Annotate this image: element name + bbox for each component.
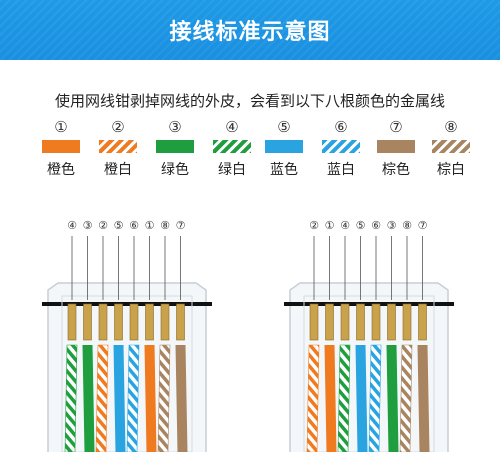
wire-棕白	[399, 344, 413, 452]
gold-contact	[67, 303, 77, 341]
wire-橙白	[306, 344, 320, 452]
wire-橙白	[95, 344, 109, 452]
wire-蓝色	[355, 345, 368, 452]
page-title: 接线标准示意图	[169, 20, 331, 45]
pin-label: ③	[387, 219, 397, 232]
wire-蓝白	[126, 344, 140, 452]
pin-label: ⑦	[418, 219, 428, 232]
pin-label: ⑦	[176, 219, 186, 232]
pin-label: ①	[325, 219, 335, 232]
gold-contact	[83, 303, 92, 341]
wire-蓝白	[368, 344, 382, 452]
connector-frame	[303, 295, 435, 452]
wire-棕色	[175, 345, 188, 452]
wire-swatch-1	[42, 140, 80, 153]
banner-texture	[0, 0, 500, 60]
legend-label: 绿色	[161, 162, 189, 178]
gold-contact	[114, 303, 123, 341]
gold-contact	[98, 303, 108, 341]
gold-contact	[402, 303, 412, 341]
wire-swatch-6	[322, 140, 360, 153]
legend-label: 蓝白	[327, 162, 355, 178]
gold-contact	[387, 303, 396, 341]
legend-label: 橙白	[104, 162, 132, 178]
title-banner: 接线标准示意图	[0, 0, 500, 60]
wire-swatch-4	[213, 140, 251, 153]
legend-item-7: ⑦ 棕色	[371, 118, 421, 179]
legend-number: ⑤	[277, 118, 291, 136]
legend-number: ⑧	[444, 118, 458, 136]
legend-number: ⑥	[334, 118, 348, 136]
wire-绿色	[82, 345, 95, 452]
legend-item-1: ① 橙色	[36, 118, 86, 179]
wire-橙色	[324, 345, 337, 452]
wire-棕白	[157, 344, 171, 452]
pin-label: ⑤	[356, 219, 366, 232]
wire-绿白	[64, 344, 78, 452]
legend-number: ②	[111, 118, 125, 136]
pin-label: ⑤	[114, 219, 124, 232]
gold-contact	[129, 303, 139, 341]
wire-橙色	[144, 345, 157, 452]
wire-棕色	[417, 345, 430, 452]
gold-contact	[309, 303, 319, 341]
pin-label: ③	[83, 219, 93, 232]
legend-label: 绿白	[218, 162, 246, 178]
legend-number: ⑦	[389, 118, 403, 136]
wire-swatch-8	[432, 140, 470, 153]
legend-item-5: ⑤ 蓝色	[259, 118, 309, 179]
pin-label: ④	[67, 219, 77, 232]
pin-label: ④	[340, 219, 350, 232]
connector-frame	[61, 295, 193, 452]
pin-label: ⑥	[371, 219, 381, 232]
wire-swatch-2	[99, 140, 137, 153]
legend-item-4: ④ 绿白	[207, 118, 257, 179]
legend-label: 棕色	[382, 162, 410, 178]
wire-绿白	[337, 344, 351, 452]
wire-蓝色	[113, 345, 126, 452]
intro-text: 使用网线钳剥掉网线的外皮，会看到以下八根颜色的金属线	[54, 92, 445, 110]
legend-label: 棕白	[437, 162, 465, 178]
legend-label: 橙色	[47, 162, 75, 178]
gold-contact	[145, 303, 154, 341]
legend-number: ③	[168, 118, 182, 136]
wire-swatch-3	[156, 140, 194, 153]
legend-label: 蓝色	[270, 162, 298, 178]
legend-item-3: ③ 绿色	[150, 118, 200, 179]
pin-label: ⑥	[129, 219, 139, 232]
pin-label: ①	[145, 219, 155, 232]
legend-number: ④	[225, 118, 239, 136]
gold-contact	[340, 303, 350, 341]
gold-contact	[418, 303, 427, 341]
gold-contact	[325, 303, 334, 341]
pin-label: ⑧	[402, 219, 412, 232]
wire-swatch-7	[377, 140, 415, 153]
wire-绿色	[386, 345, 399, 452]
connector-latch	[284, 302, 454, 306]
wire-swatch-5	[265, 140, 303, 153]
pin-label: ②	[309, 219, 319, 232]
gold-contact	[160, 303, 170, 341]
legend-item-8: ⑧ 棕白	[426, 118, 476, 179]
pin-label: ②	[98, 219, 108, 232]
legend-number: ①	[54, 118, 68, 136]
legend-item-6: ⑥ 蓝白	[316, 118, 366, 179]
gold-contact	[356, 303, 365, 341]
gold-contact	[176, 303, 185, 341]
connector-latch	[42, 302, 212, 306]
legend-item-2: ② 橙白	[93, 118, 143, 179]
gold-contact	[371, 303, 381, 341]
pin-label: ⑧	[160, 219, 170, 232]
